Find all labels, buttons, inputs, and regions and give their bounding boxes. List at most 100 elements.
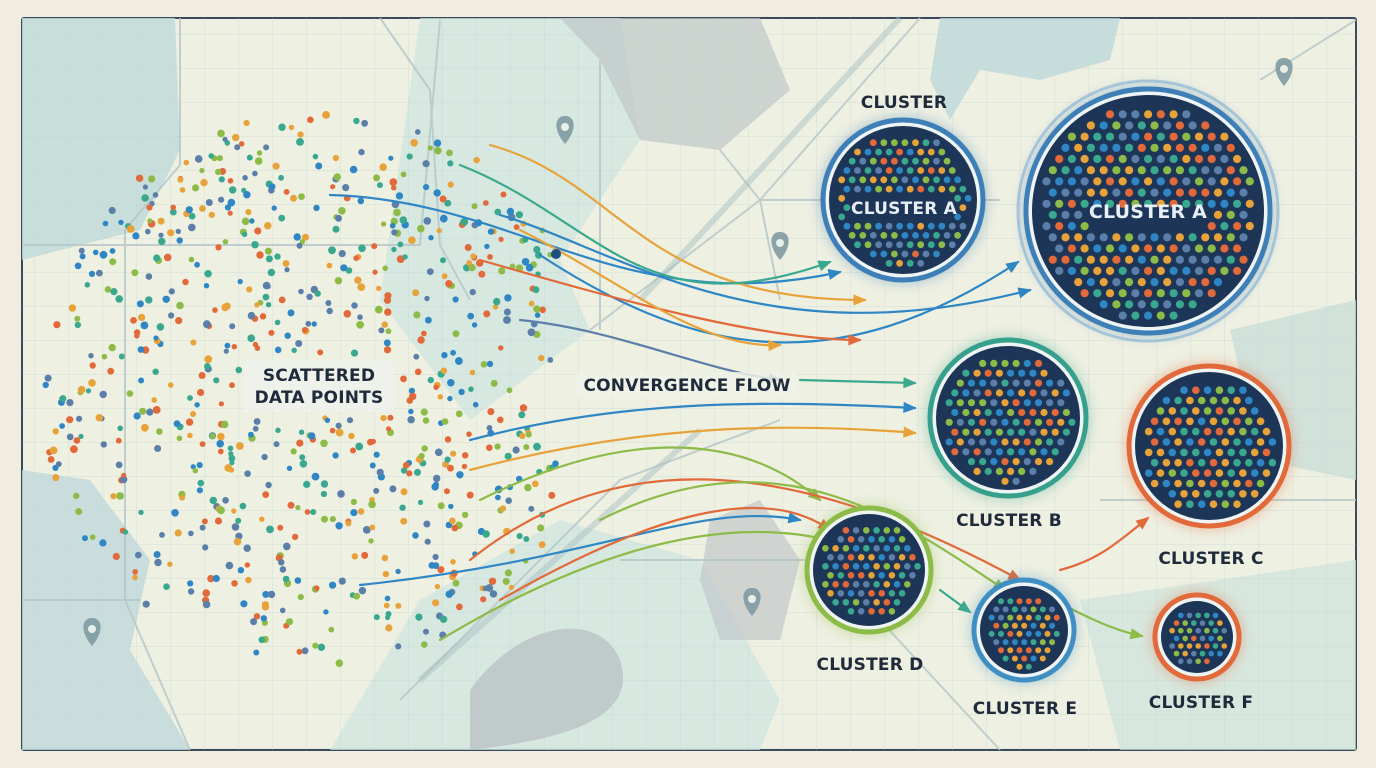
data-point: [78, 247, 85, 254]
data-point: [138, 313, 146, 321]
map-pin-icon: [1275, 58, 1293, 86]
data-point: [320, 490, 327, 498]
data-point: [231, 580, 238, 587]
data-point: [152, 368, 159, 375]
data-point: [147, 218, 153, 224]
data-point: [152, 406, 161, 414]
data-point: [190, 464, 196, 470]
data-point: [345, 520, 352, 527]
data-point: [70, 445, 78, 454]
data-point: [373, 174, 381, 182]
data-point: [506, 387, 513, 394]
data-point: [52, 474, 60, 482]
data-point: [142, 184, 148, 190]
data-point: [353, 592, 360, 600]
data-point: [382, 570, 390, 578]
data-point: [373, 451, 380, 458]
data-point: [531, 480, 539, 488]
data-point: [498, 345, 504, 351]
data-point: [351, 302, 358, 309]
data-point: [350, 349, 359, 357]
data-point: [271, 205, 277, 211]
cluster-b: [926, 336, 1090, 500]
data-point: [314, 585, 320, 591]
data-point: [137, 346, 145, 353]
data-point: [59, 395, 67, 403]
data-point: [73, 492, 80, 500]
data-point: [508, 584, 514, 591]
data-point: [303, 480, 311, 488]
data-point: [212, 574, 220, 583]
data-point: [73, 437, 81, 444]
data-point: [338, 250, 346, 258]
cluster-dots: [838, 139, 972, 267]
data-point: [413, 311, 421, 319]
data-point: [167, 382, 174, 388]
data-point: [402, 461, 410, 469]
data-point: [47, 456, 55, 463]
data-point: [117, 425, 123, 432]
data-point: [217, 448, 224, 455]
flow-arrow: [468, 401, 917, 442]
data-point: [207, 574, 215, 583]
data-point: [415, 129, 421, 135]
data-point: [387, 414, 394, 421]
data-point: [253, 418, 261, 425]
data-point: [131, 269, 139, 277]
data-point: [229, 382, 235, 389]
data-point: [350, 508, 358, 517]
data-point: [288, 124, 295, 131]
data-point: [326, 307, 333, 315]
data-point: [209, 496, 217, 505]
data-point: [190, 339, 197, 346]
data-point: [78, 433, 84, 439]
data-point: [358, 244, 366, 253]
data-point: [495, 494, 501, 501]
data-point: [395, 643, 402, 650]
data-point: [133, 412, 141, 420]
data-point: [505, 497, 512, 505]
data-point: [516, 533, 523, 540]
flow-arrow: [478, 258, 862, 346]
data-point: [468, 386, 474, 393]
data-point: [367, 438, 374, 446]
data-point: [385, 614, 391, 621]
data-point: [328, 246, 336, 255]
data-point: [428, 235, 434, 241]
data-point: [167, 229, 175, 237]
data-point: [383, 339, 391, 347]
data-point: [194, 155, 203, 163]
data-point: [277, 524, 284, 531]
data-point: [460, 218, 469, 226]
data-point: [343, 310, 352, 318]
data-point: [110, 493, 117, 500]
data-point: [519, 432, 526, 440]
data-point: [504, 294, 512, 302]
data-point: [456, 603, 463, 611]
data-point: [451, 524, 459, 532]
data-point: [538, 541, 546, 549]
data-point: [417, 499, 424, 505]
data-point: [101, 353, 108, 360]
data-point: [295, 505, 301, 511]
data-point: [434, 146, 442, 155]
flow-arrow: [328, 193, 842, 285]
data-point: [469, 369, 476, 376]
data-point: [345, 267, 353, 274]
data-point: [282, 260, 290, 267]
data-point: [524, 483, 532, 492]
data-point: [278, 559, 285, 566]
data-point: [434, 448, 443, 457]
data-point: [254, 302, 260, 308]
clusters: [803, 79, 1293, 684]
data-point: [482, 200, 489, 206]
labels: SCATTERED DATA POINTS CONVERGENCE FLOW C…: [244, 93, 1263, 719]
data-point: [450, 349, 456, 356]
data-point: [444, 436, 452, 443]
data-point: [249, 218, 255, 224]
data-point: [290, 448, 297, 455]
data-point: [222, 239, 229, 245]
data-point: [233, 537, 242, 546]
data-point: [332, 225, 340, 233]
